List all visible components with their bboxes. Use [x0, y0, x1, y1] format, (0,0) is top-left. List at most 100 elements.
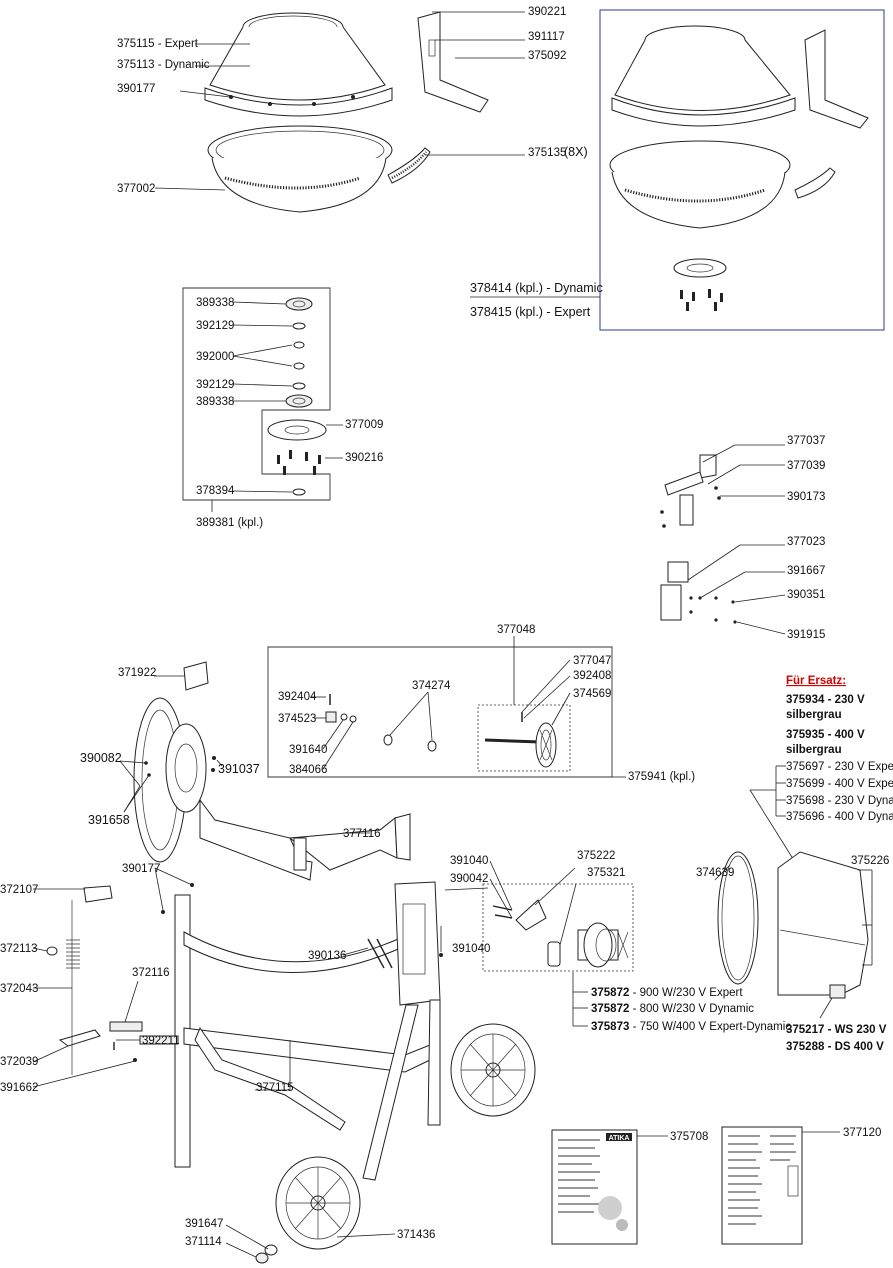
label-371922: 371922: [118, 667, 156, 679]
label-375699: 375699 - 400 V Expert: [786, 778, 893, 790]
label-375217: 375217 - WS 230 V: [786, 1024, 887, 1036]
label-372039: 372039: [0, 1056, 38, 1068]
label-377037: 377037: [787, 435, 825, 447]
label-390177-frame: 390177: [122, 863, 160, 875]
handwheel: [133, 661, 411, 881]
label-390216: 390216: [345, 452, 383, 464]
label-377047: 377047: [573, 655, 611, 667]
label-377039: 377039: [787, 460, 825, 472]
motor-desc-1: - 900 W/230 V Expert: [629, 987, 743, 999]
label-392404: 392404: [278, 691, 317, 703]
label-377002: 377002: [117, 183, 155, 195]
label-375226: 375226: [851, 855, 889, 867]
label-375113: 375113 - Dynamic: [117, 59, 210, 71]
wheel-right: [450, 1023, 536, 1117]
label-391040-motor: 391040: [450, 855, 488, 867]
label-375222: 375222: [577, 850, 615, 862]
label-375321: 375321: [587, 867, 625, 879]
label-378394: 378394: [196, 485, 235, 497]
label-377009: 377009: [345, 419, 383, 431]
kit-box: [599, 9, 885, 331]
label-375288: 375288 - DS 400 V: [786, 1041, 884, 1053]
label-silbergrau-2: silbergrau: [786, 744, 842, 756]
label-391040-frame: 391040: [452, 943, 490, 955]
motor-line-3: 375873 - 750 W/400 V Expert-Dynamic: [591, 1021, 791, 1033]
motor-brackets: [660, 454, 737, 624]
label-390177: 390177: [117, 83, 155, 95]
label-390136: 390136: [308, 950, 346, 962]
motor-parts: [492, 899, 629, 968]
motor-desc-2: - 800 W/230 V Dynamic: [629, 1003, 754, 1015]
label-392129-a: 392129: [196, 320, 234, 332]
label-375115: 375115 - Expert: [117, 38, 199, 50]
motor-desc-3: - 750 W/400 V Expert-Dynamic: [629, 1021, 791, 1033]
label-390173: 390173: [787, 491, 825, 503]
manual-booklet: [551, 1129, 638, 1245]
label-391647: 391647: [185, 1218, 223, 1230]
kit-drum: [609, 25, 869, 311]
bearing-box: [182, 287, 331, 501]
label-392129-b: 392129: [196, 379, 234, 391]
motor-line-1: 375872 - 900 W/230 V Expert: [591, 987, 743, 999]
ring-segment: [387, 147, 431, 184]
label-378414: 378414 (kpl.) - Dynamic: [470, 281, 603, 295]
label-390221: 390221: [528, 6, 566, 18]
label-silbergrau-1: silbergrau: [786, 709, 842, 721]
label-372116: 372116: [132, 967, 170, 979]
label-375935: 375935 - 400 V: [786, 729, 865, 741]
label-391658: 391658: [88, 813, 130, 827]
label-391117: 391117: [528, 31, 565, 43]
label-374274: 374274: [412, 680, 451, 692]
label-378415: 378415 (kpl.) - Expert: [470, 305, 591, 319]
motor-line-2: 375872 - 800 W/230 V Dynamic: [591, 1003, 754, 1015]
label-390351: 390351: [787, 589, 825, 601]
label-375698: 375698 - 230 V Dynamic: [786, 795, 893, 807]
label-374639: 374639: [696, 867, 734, 879]
label-375941: 375941 (kpl.): [628, 771, 695, 783]
label-372043: 372043: [0, 983, 38, 995]
label-372107: 372107: [0, 884, 38, 896]
label-371436: 371436: [397, 1229, 435, 1241]
gear-ring-drum: [207, 125, 393, 213]
label-374523: 374523: [278, 713, 316, 725]
axle-box: [267, 646, 613, 778]
label-392000: 392000: [196, 351, 234, 363]
label-391915: 391915: [787, 629, 825, 641]
label-389338-b: 389338: [196, 396, 234, 408]
label-8x: (8X): [564, 145, 588, 159]
axle-subbox: [477, 704, 571, 772]
label-374569: 374569: [573, 688, 611, 700]
label-389381: 389381 (kpl.): [196, 517, 263, 529]
bearing-parts: [267, 297, 327, 496]
label-390082: 390082: [80, 751, 122, 765]
axle-parts: [325, 694, 557, 768]
belt-guard-housing: [717, 851, 869, 999]
stand-frame: [46, 881, 443, 1181]
label-384066: 384066: [289, 764, 327, 776]
label-375696: 375696 - 400 V Dynamic: [786, 811, 893, 823]
motor-code-2: 375872: [591, 1003, 629, 1015]
label-375708: 375708: [670, 1131, 708, 1143]
bracket-top: [417, 11, 489, 113]
parts-sheet: [721, 1126, 803, 1245]
motor-box: [482, 883, 634, 972]
label-391037: 391037: [218, 762, 260, 776]
label-375934: 375934 - 230 V: [786, 694, 865, 706]
label-390042: 390042: [450, 873, 488, 885]
label-372113: 372113: [0, 943, 38, 955]
label-375135: 375135: [528, 147, 566, 159]
label-391667: 391667: [787, 565, 825, 577]
label-389338-a: 389338: [196, 297, 234, 309]
label-375092: 375092: [528, 50, 566, 62]
manual-brand: ATIKA: [609, 1135, 630, 1142]
motor-code-1: 375872: [591, 987, 629, 999]
label-377115: 377115: [256, 1082, 294, 1094]
motor-code-3: 375873: [591, 1021, 629, 1033]
label-375697: 375697 - 230 V Expert: [786, 761, 893, 773]
label-377116: 377116: [343, 828, 381, 840]
label-fuer-ersatz: Für Ersatz:: [786, 675, 846, 687]
label-391640: 391640: [289, 744, 327, 756]
label-377023: 377023: [787, 536, 825, 548]
label-377048: 377048: [497, 624, 535, 636]
